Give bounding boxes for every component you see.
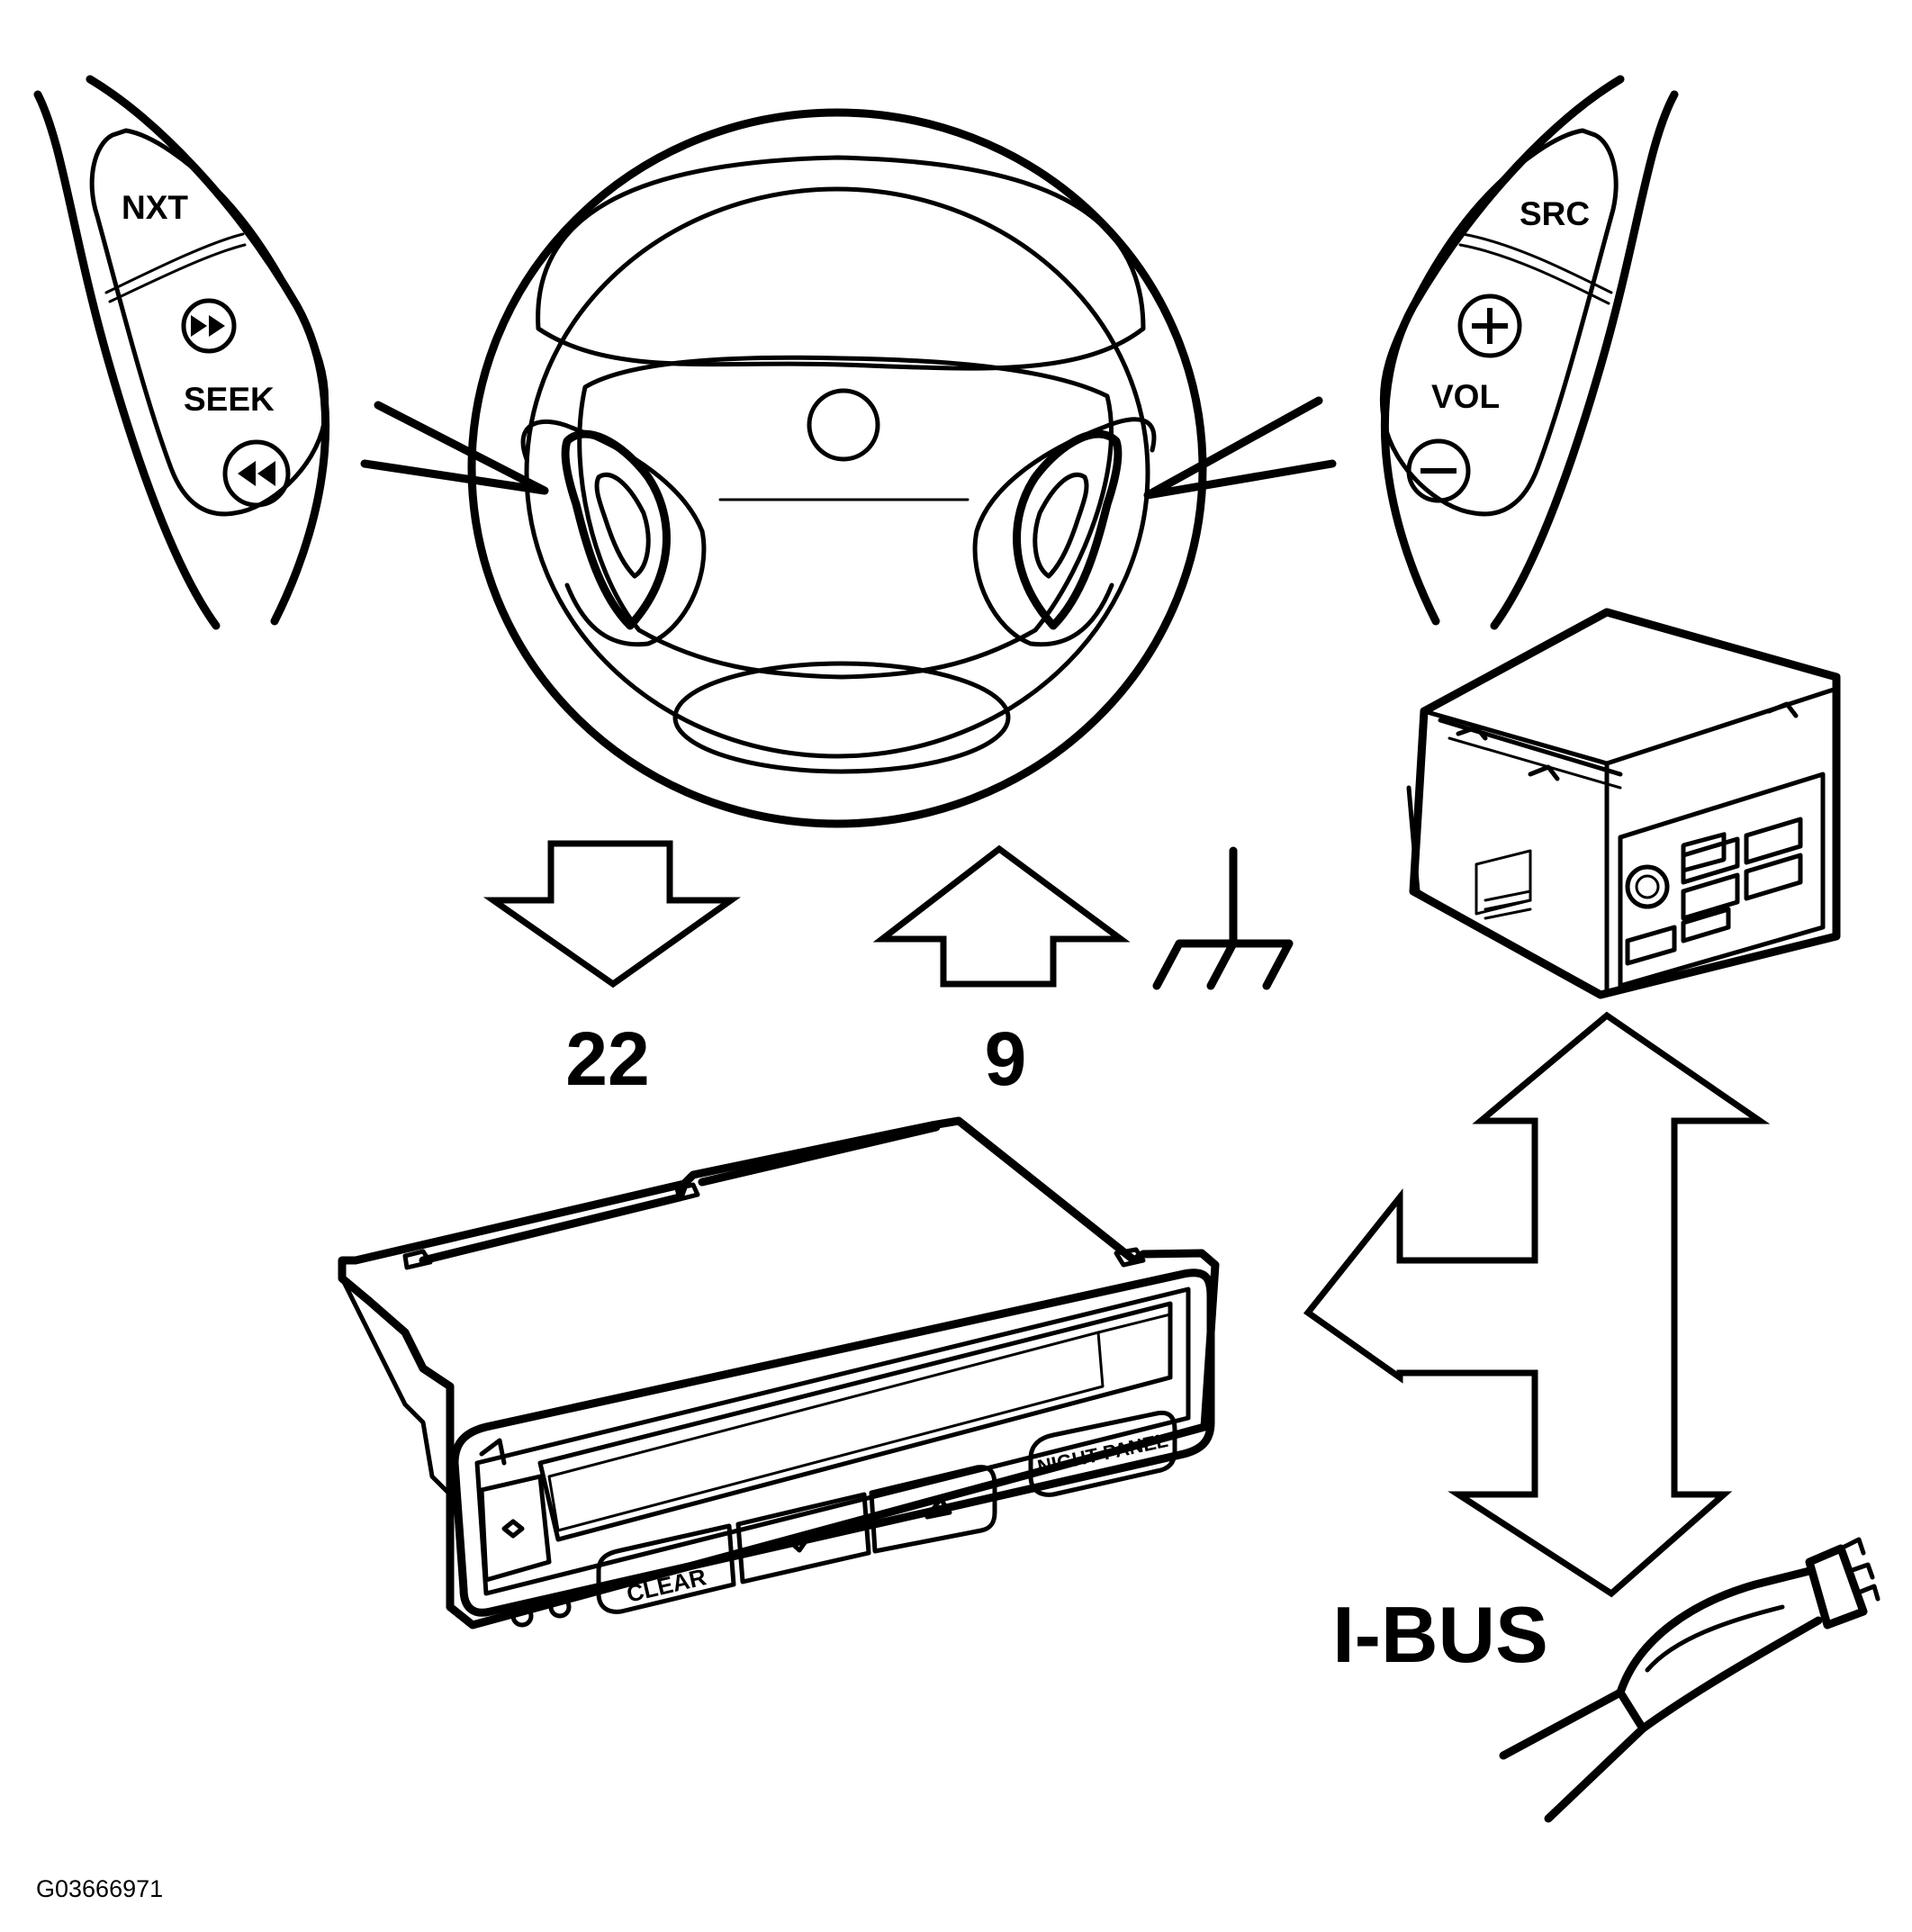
- ibus-arrows: I-BUS: [1303, 1011, 1771, 1679]
- up-triangle-icon: [924, 1496, 952, 1520]
- right-steering-switch: SRC VOL: [1143, 75, 1679, 630]
- down-triangle-icon: [785, 1532, 813, 1553]
- seek-label: SEEK: [184, 381, 275, 418]
- nxt-button[interactable]: NXT: [122, 189, 188, 226]
- seek-down-button[interactable]: [222, 439, 291, 508]
- knob-right-icon[interactable]: [548, 1595, 572, 1619]
- ibus-label: I-BUS: [1332, 1590, 1548, 1679]
- signal-out-number: 22: [565, 1016, 649, 1101]
- src-label: SRC: [1520, 195, 1590, 232]
- fast-forward-icon: [191, 315, 225, 337]
- signal-out-arrow: 22: [483, 840, 741, 1101]
- figure-id: G03666971: [36, 1875, 163, 1902]
- down-button[interactable]: [735, 1492, 871, 1584]
- plus-icon: [1472, 308, 1508, 344]
- nxt-label: NXT: [122, 189, 188, 226]
- ground-symbol-icon: [1152, 846, 1294, 990]
- knob-left-icon[interactable]: [510, 1604, 534, 1628]
- display-unit: CLEAR NIGHT PANEL: [338, 1116, 1220, 1630]
- left-steering-switch: NXT SEEK: [33, 75, 549, 630]
- up-button[interactable]: [869, 1465, 997, 1554]
- vol-label: VOL: [1431, 378, 1500, 415]
- power-button-icon[interactable]: [501, 1519, 525, 1539]
- radio-unit: [1406, 608, 1841, 999]
- src-button[interactable]: SRC: [1520, 195, 1590, 232]
- signal-in-number: 9: [985, 1016, 1027, 1101]
- seek-up-button[interactable]: [181, 298, 237, 354]
- rewind-icon: [238, 461, 275, 486]
- vol-up-button[interactable]: [1457, 293, 1522, 358]
- ibus-connector: [1499, 1537, 1880, 1823]
- vol-down-button[interactable]: [1406, 438, 1471, 503]
- steering-wheel: [467, 108, 1207, 828]
- signal-in-arrow: 9: [872, 844, 1131, 1101]
